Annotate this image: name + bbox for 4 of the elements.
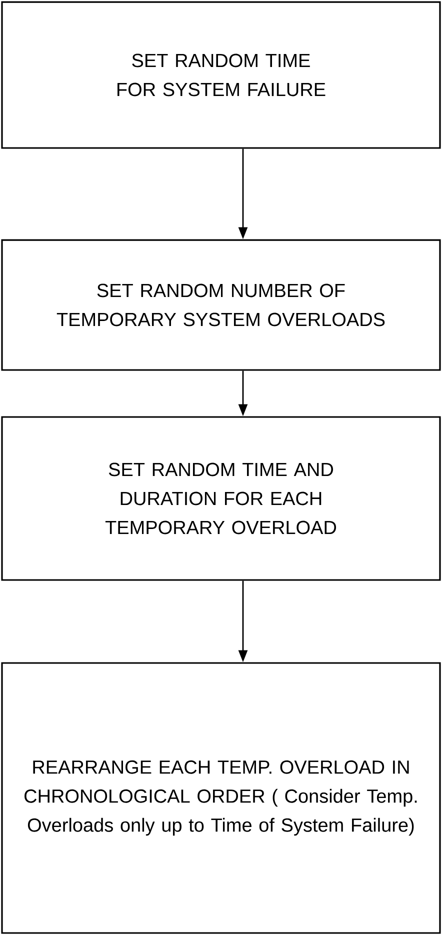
process-box: REARRANGE EACH TEMP. OVERLOAD IN CHRONOLOGICAL ORDER ( Consider Temp. Overloads only up to Time of System Failure) — [1, 662, 441, 934]
process-box: SET RANDOM TIME AND DURATION FOR EACH TEMPORARY OVERLOAD — [1, 416, 441, 581]
process-box: SET RANDOM TIME FOR SYSTEM FAILURE — [1, 1, 441, 149]
process-box: SET RANDOM NUMBER OF TEMPORARY SYSTEM OVERLOADS — [1, 239, 441, 371]
